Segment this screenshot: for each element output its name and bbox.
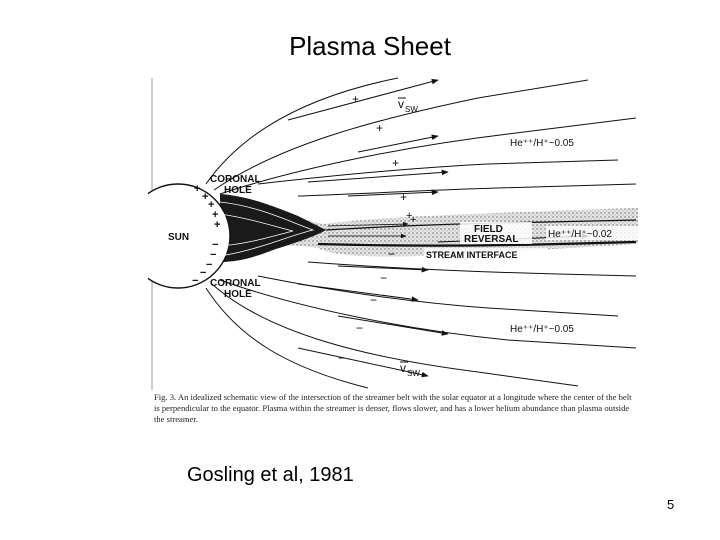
field-arrow-n3 — [307, 169, 449, 183]
coronal-hole-bottom-line1: CORONAL — [210, 278, 261, 289]
page-number: 5 — [667, 497, 675, 512]
plus-mark: + — [212, 209, 218, 221]
streamer-core — [220, 194, 326, 262]
plus-mark: + — [376, 121, 383, 135]
field-arrow-n2 — [357, 134, 439, 153]
minus-mark: − — [210, 249, 216, 261]
field-line-s5 — [205, 287, 369, 389]
plus-mark: + — [352, 92, 359, 106]
polarity-marks-negative: − − − − − − − − − − — [192, 239, 395, 365]
coronal-hole-bottom-line2: HOLE — [224, 289, 252, 300]
field-arrow-s3 — [337, 315, 449, 336]
minus-mark: − — [206, 259, 212, 271]
field-line-n4 — [257, 159, 619, 185]
sun-label: SUN — [168, 232, 189, 243]
stream-interface-line — [317, 240, 637, 247]
plus-mark: + — [214, 219, 220, 231]
vsw-top-subscript: SW — [405, 105, 418, 114]
field-arrow-s4 — [297, 347, 429, 378]
streamer-belt-diagram: + + + + + + + + + + + − − − − − − − − − … — [148, 77, 638, 390]
field-reversal-line2: REVERSAL — [464, 234, 518, 245]
field-line-n2 — [213, 79, 589, 191]
field-arrow-n4 — [347, 189, 439, 197]
plus-mark: + — [208, 199, 214, 211]
figure-caption: Fig. 3. An idealized schematic view of t… — [154, 392, 632, 424]
minus-mark: − — [380, 271, 387, 285]
plus-mark: + — [202, 191, 208, 203]
slide-title: Plasma Sheet — [289, 31, 451, 61]
current-sheet-line — [325, 219, 637, 231]
plus-mark: + — [406, 210, 412, 222]
field-line-n1 — [205, 77, 399, 185]
vsw-bottom-subscript: SW — [407, 369, 420, 378]
field-reversal-line1: FIELD — [474, 224, 503, 235]
field-line-s2 — [257, 275, 619, 317]
closed-loop-1 — [219, 201, 315, 257]
field-line-s4 — [211, 283, 579, 387]
field-line-s1 — [307, 261, 637, 277]
field-arrow-s1 — [337, 265, 429, 273]
sun-limb — [148, 183, 231, 289]
plus-mark: + — [194, 183, 200, 195]
sheet-arrow-1 — [327, 221, 409, 227]
plus-mark: + — [392, 156, 399, 170]
minus-mark: − — [370, 293, 377, 307]
field-line-s3 — [219, 279, 637, 349]
vsw-bottom-label: v — [400, 361, 406, 375]
helium-ratio-mid-bg — [546, 226, 638, 240]
coronal-hole-top-line1: CORONAL — [210, 174, 261, 185]
minus-mark: − — [212, 239, 218, 251]
field-line-n5 — [297, 183, 637, 197]
plus-mark: + — [400, 190, 407, 204]
plus-mark: + — [410, 214, 416, 226]
minus-mark: − — [338, 351, 345, 365]
stream-interface-label-bg — [424, 248, 548, 260]
field-reversal-label-bg — [460, 222, 532, 244]
field-arrow-s2 — [297, 283, 419, 302]
vsw-top-label: v — [398, 97, 404, 111]
streamer-belt-figure: + + + + + + + + + + + − − − − − − − − − … — [148, 76, 638, 438]
helium-ratio-mid: He⁺⁺/H⁺~0.02 — [548, 229, 612, 240]
field-arrow-n1 — [287, 78, 439, 121]
polarity-marks-positive: + + + + + + + + + + + — [194, 92, 416, 231]
figure-credit: Gosling et al, 1981 — [187, 464, 354, 486]
coronal-hole-top-line2: HOLE — [224, 185, 252, 196]
minus-mark: − — [200, 267, 206, 279]
minus-mark: − — [356, 321, 363, 335]
minus-mark: − — [388, 247, 395, 261]
helium-ratio-top: He⁺⁺/H⁺~0.05 — [510, 138, 574, 149]
stream-interface-label: STREAM INTERFACE — [426, 250, 518, 260]
helium-ratio-bottom: He⁺⁺/H⁺~0.05 — [510, 324, 574, 335]
field-line-n3 — [219, 117, 637, 195]
closed-loop-2 — [219, 213, 294, 247]
minus-mark: − — [192, 275, 198, 287]
